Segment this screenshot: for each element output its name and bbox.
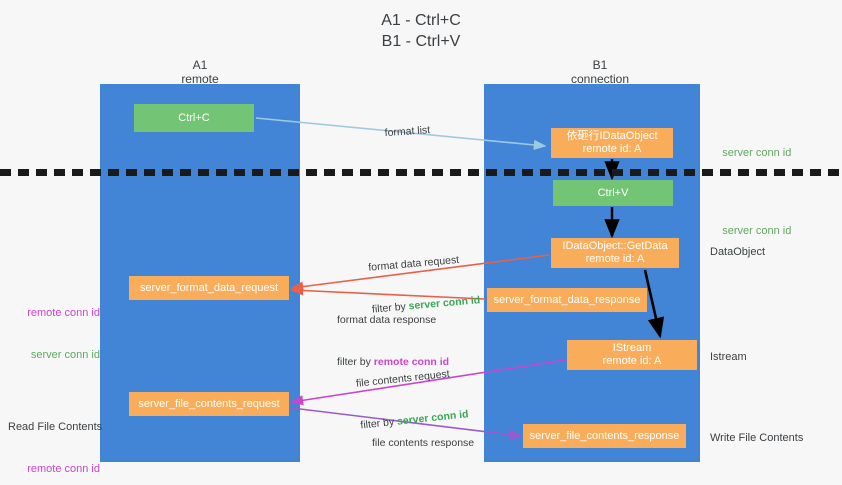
label-read-file-contents-group: Read File Contents remote conn id server… xyxy=(8,392,103,485)
node-idataobject[interactable]: 依砸行IDataObject remote id: A xyxy=(551,128,673,158)
label-text: server conn id xyxy=(722,225,792,237)
node-istream[interactable]: IStream remote id: A xyxy=(567,340,697,370)
node-server-file-contents-response[interactable]: server_file_contents_response xyxy=(523,424,686,448)
label-remote-conn-id: remote conn id xyxy=(27,307,100,319)
label-server-conn-id: server conn id xyxy=(30,349,100,361)
edge-label-format-data-response: format data response filter by remote co… xyxy=(337,285,449,397)
edge-label-line1: format data response xyxy=(337,314,437,326)
node-idataobject-getdata[interactable]: IDataObject::GetData remote id: A xyxy=(551,238,679,268)
label-read-file-contents: Read File Contents xyxy=(8,421,103,433)
label-server-conn-id-top: server conn id xyxy=(710,132,791,174)
edge-label-format-list-text: format list xyxy=(384,124,431,140)
page-title: A1 - Ctrl+C B1 - Ctrl+V xyxy=(381,12,461,50)
label-text: server conn id xyxy=(722,147,792,159)
edge-label-filter: filter by remote conn id xyxy=(337,355,449,369)
label-write-file-contents: Write File Contents xyxy=(710,432,804,444)
edge-label-file-contents-response: file contents response filter by remote … xyxy=(372,408,474,485)
phase-divider xyxy=(0,169,842,176)
node-server-file-contents-request[interactable]: server_file_contents_request xyxy=(129,392,289,416)
edge-label-format-list: format list xyxy=(372,109,432,155)
column-header-a1: A1 remote xyxy=(181,58,219,86)
label-dataobject: DataObject xyxy=(710,246,766,258)
label-conn-ids-upper: remote conn id server conn id xyxy=(8,278,100,390)
label-server-conn-id-mid: server conn id xyxy=(710,210,791,252)
edge-label-line1: format data request xyxy=(367,253,460,274)
node-ctrl-c[interactable]: Ctrl+C xyxy=(134,104,254,132)
column-header-b1: B1 connection xyxy=(570,58,630,86)
filter-value-remote-conn-id: remote conn id xyxy=(373,356,450,368)
node-server-format-data-request[interactable]: server_format_data_request xyxy=(129,276,289,300)
node-server-format-data-response[interactable]: server_format_data_response xyxy=(487,288,647,312)
edge-label-line1: file contents request xyxy=(355,367,451,390)
filter-prefix: filter by xyxy=(337,356,374,368)
edge-label-line1: file contents response xyxy=(372,437,475,449)
node-ctrl-v[interactable]: Ctrl+V xyxy=(553,180,673,206)
label-istream: Istream xyxy=(710,351,747,363)
label-remote-conn-id: remote conn id xyxy=(27,463,100,475)
